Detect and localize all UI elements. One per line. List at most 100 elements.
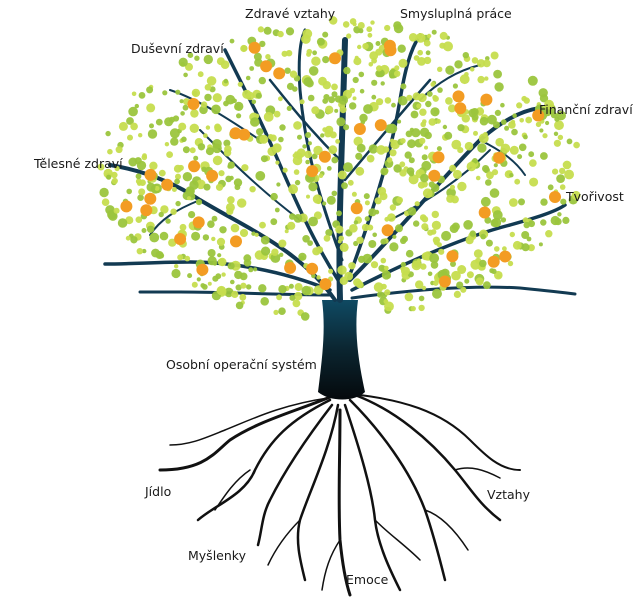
- leaf-dot: [308, 182, 318, 192]
- leaf-dot: [305, 132, 312, 138]
- orange-fruit: [428, 169, 441, 182]
- leaf-dot: [411, 260, 422, 271]
- leaf-dot: [285, 27, 295, 36]
- leaf-dot: [234, 184, 241, 191]
- leaf-dot: [367, 224, 374, 231]
- leaf-dot: [398, 58, 408, 68]
- orange-fruit: [454, 102, 467, 115]
- leaf-dot: [212, 155, 223, 166]
- leaf-dot: [263, 26, 272, 35]
- orange-fruit: [438, 275, 451, 288]
- leaf-dot: [306, 194, 310, 199]
- leaf-dot: [155, 118, 163, 126]
- leaf-dot: [239, 272, 248, 281]
- leaf-dot: [384, 97, 392, 104]
- leaf-dot: [494, 246, 500, 252]
- leaf-dot: [328, 268, 334, 274]
- leaf-dot: [230, 279, 235, 285]
- leaf-dot: [431, 210, 439, 219]
- leaf-dot: [322, 56, 330, 64]
- leaf-dot: [420, 173, 429, 183]
- leaf-dot: [234, 101, 244, 111]
- leaf-dot: [358, 28, 364, 34]
- leaf-dot: [421, 181, 428, 188]
- leaf-dot: [387, 213, 396, 222]
- leaf-dot: [372, 232, 378, 238]
- leaf-dot: [375, 48, 383, 56]
- leaf-dot: [371, 94, 377, 100]
- leaf-dot: [418, 304, 425, 312]
- leaf-dot: [450, 184, 455, 190]
- leaf-dot: [273, 110, 281, 118]
- leaf-dot: [316, 37, 325, 46]
- leaf-dot: [331, 190, 338, 197]
- leaf-dot: [564, 169, 574, 180]
- leaf-dot: [362, 43, 369, 50]
- label-tvorivost: Tvořivost: [566, 189, 624, 204]
- label-myslenky: Myšlenky: [188, 548, 246, 563]
- leaf-dot: [191, 231, 201, 241]
- leaf-dot: [328, 145, 338, 155]
- leaf-dot: [421, 252, 430, 261]
- leaf-dot: [453, 290, 461, 298]
- leaf-dot: [177, 254, 184, 261]
- leaf-dot: [137, 194, 144, 201]
- leaf-dot: [430, 261, 439, 269]
- leaf-dot: [556, 110, 566, 121]
- leaf-dot: [278, 136, 284, 143]
- leaf-dot: [425, 100, 432, 108]
- leaf-dot: [349, 87, 356, 94]
- leaf-dot: [261, 246, 271, 256]
- leaf-dot: [507, 260, 514, 267]
- leaf-dot: [142, 248, 147, 254]
- leaf-dot: [367, 32, 373, 38]
- leaf-dot: [313, 211, 322, 220]
- leaf-dot: [432, 288, 442, 299]
- leaf-dot: [492, 210, 503, 220]
- leaf-dot: [413, 220, 420, 227]
- leaf-dot: [205, 125, 211, 130]
- leaf-dot: [387, 123, 398, 134]
- leaf-dot: [223, 100, 229, 107]
- leaf-dot: [389, 204, 397, 211]
- leaf-dot: [486, 171, 494, 180]
- leaf-dot: [501, 119, 507, 125]
- leaf-dot: [553, 139, 562, 147]
- leaf-dot: [171, 187, 177, 192]
- leaf-dot: [439, 42, 446, 49]
- leaf-dot: [337, 265, 347, 275]
- leaf-dot: [437, 66, 443, 73]
- leaf-dot: [257, 26, 264, 33]
- leaf-dot: [224, 145, 232, 153]
- leaf-dot: [352, 96, 357, 101]
- leaf-dot: [397, 44, 406, 53]
- leaf-dot: [218, 257, 227, 267]
- leaf-dot: [249, 186, 256, 193]
- leaf-dot: [339, 276, 348, 285]
- leaf-dot: [420, 263, 427, 270]
- leaf-dot: [480, 233, 487, 240]
- leaf-dot: [326, 195, 336, 205]
- leaf-dot: [149, 161, 158, 170]
- leaf-dot: [225, 175, 232, 183]
- leaf-dot: [509, 145, 519, 155]
- leaf-dot: [451, 270, 461, 281]
- leaf-dot: [547, 184, 554, 191]
- leaf-dot: [432, 236, 440, 244]
- leaf-dot: [370, 261, 379, 269]
- leaf-dot: [457, 124, 465, 132]
- leaf-dot: [221, 272, 226, 277]
- leaf-dot: [559, 167, 566, 175]
- leaf-dot: [425, 50, 431, 56]
- leaf-dot: [566, 138, 573, 145]
- leaf-dot: [197, 143, 206, 151]
- leaf-dot: [117, 218, 128, 228]
- leaf-dot: [301, 285, 312, 296]
- leaf-dot: [417, 49, 424, 56]
- leaf-dot: [430, 107, 440, 117]
- leaf-dot: [239, 293, 247, 301]
- orange-fruit: [432, 151, 445, 164]
- leaf-dot: [158, 211, 164, 218]
- leaf-dot: [287, 221, 296, 230]
- leaf-dot: [379, 192, 388, 201]
